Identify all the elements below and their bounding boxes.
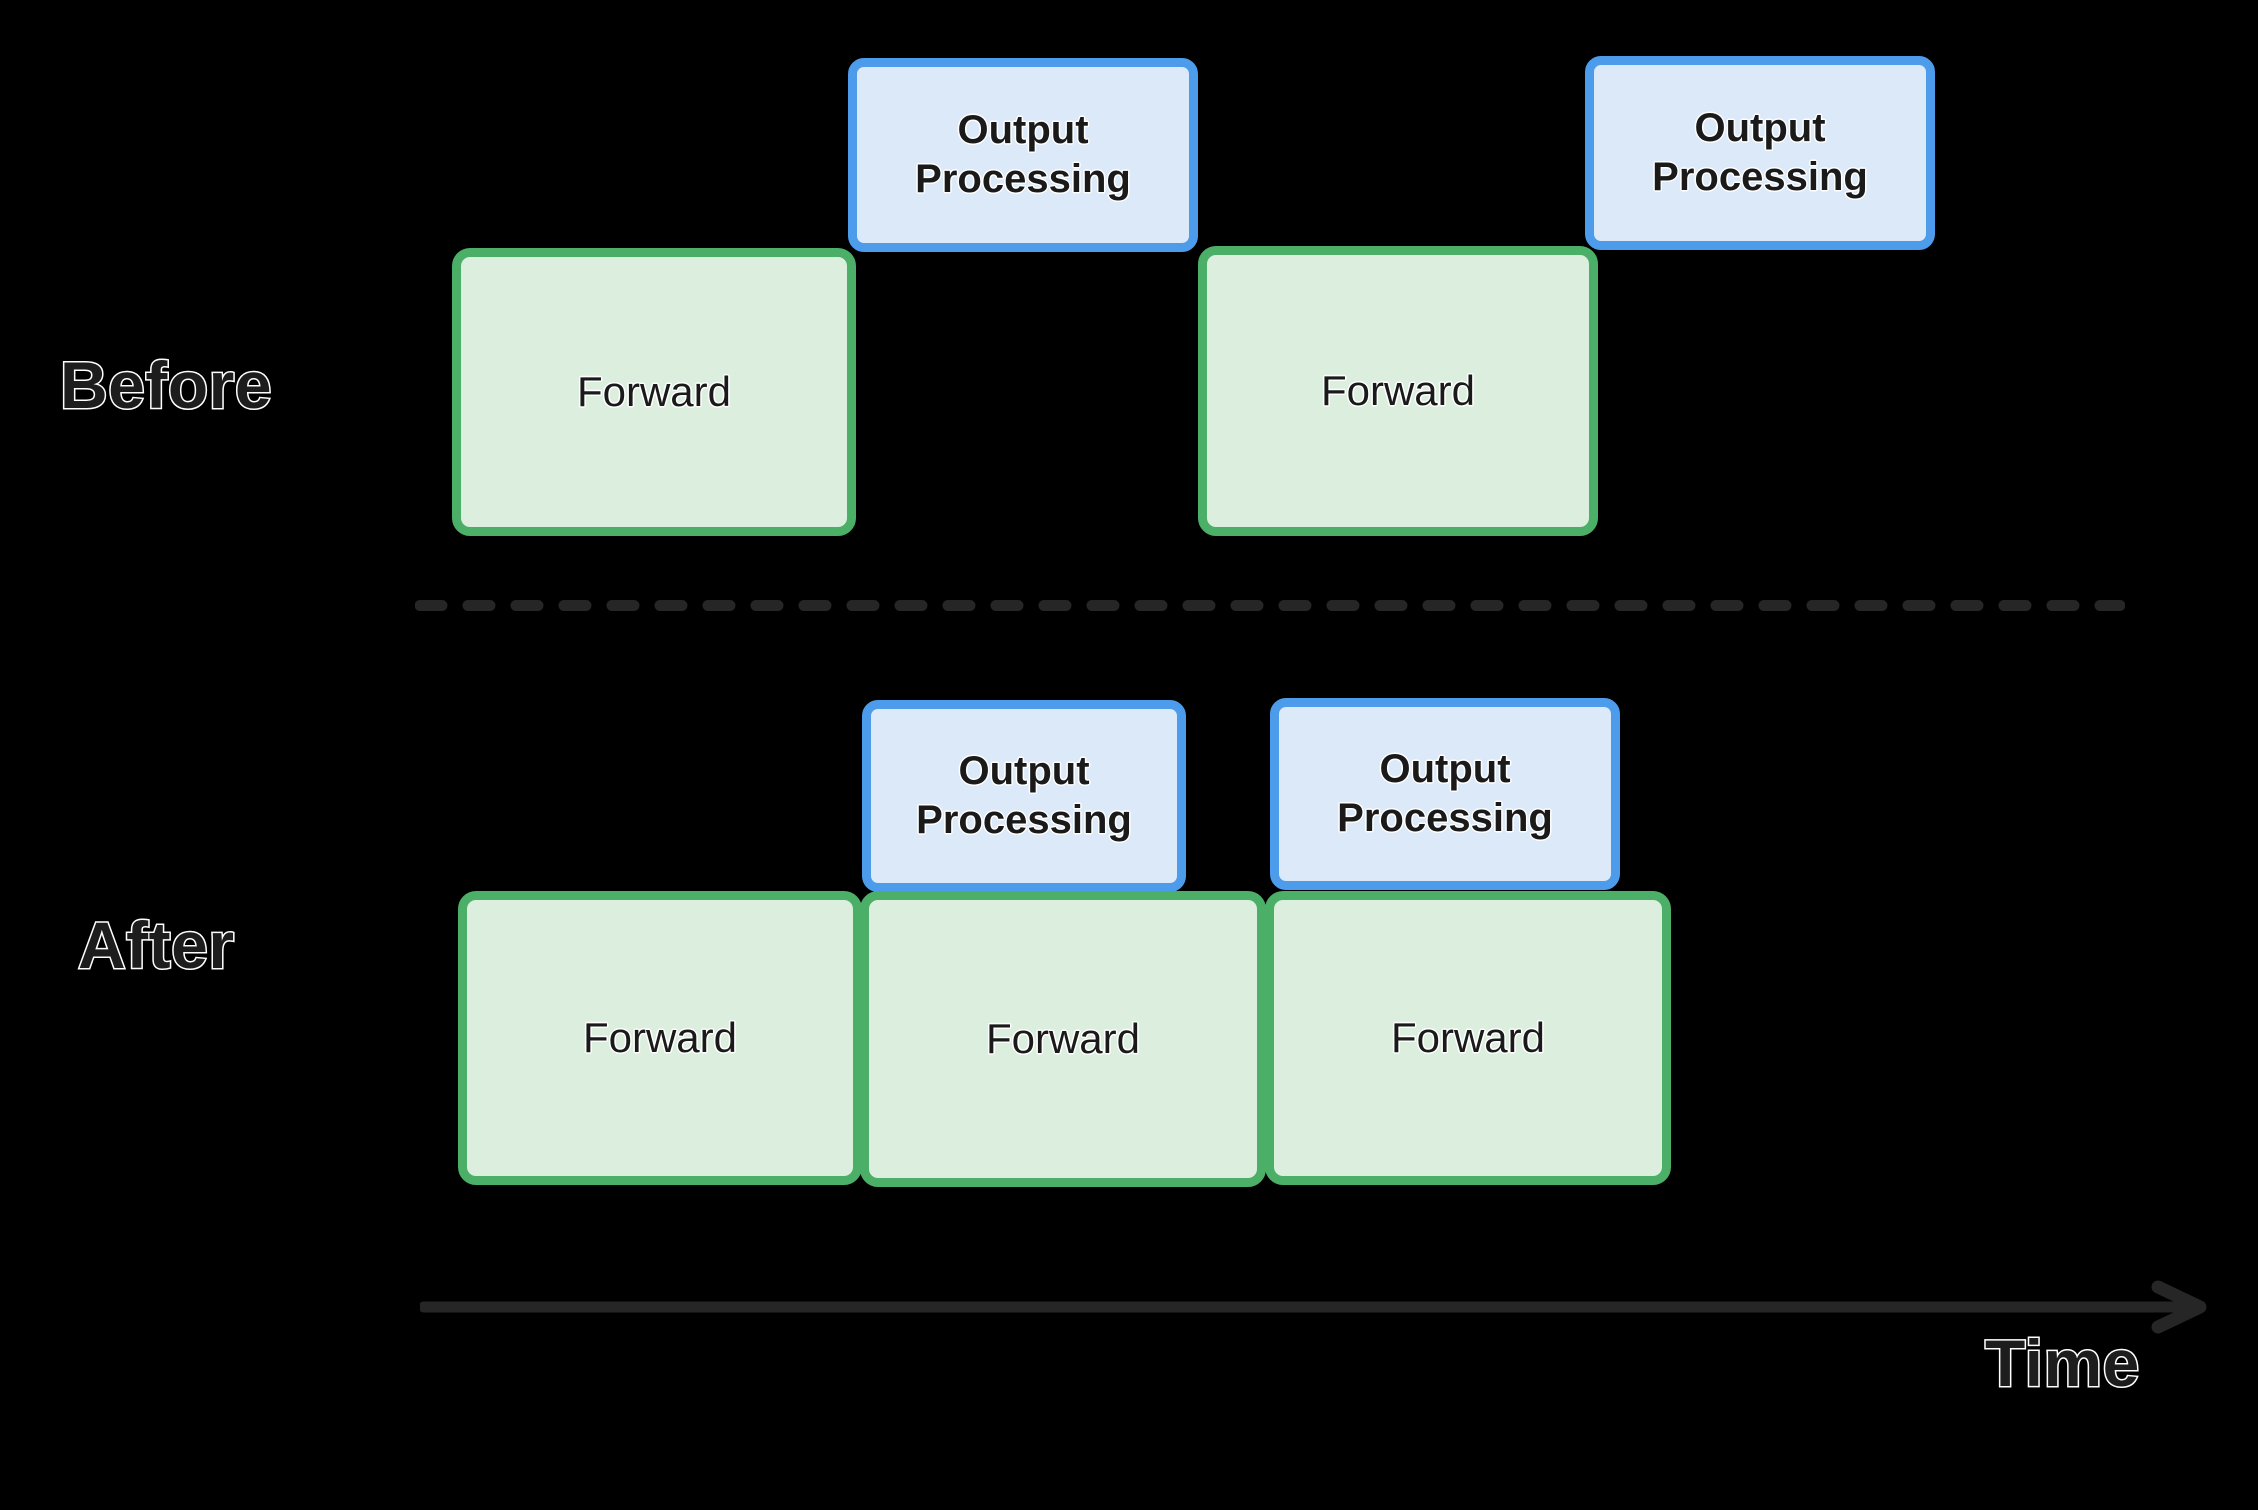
after-forward-block-2: Forward xyxy=(860,891,1266,1187)
before-output-processing-block-1: Output Processing xyxy=(848,58,1198,252)
after-output-processing-block-1: Output Processing xyxy=(862,700,1186,892)
before-output-processing-label-2: Output Processing xyxy=(1652,106,1868,199)
section-divider xyxy=(415,600,2125,611)
before-forward-block-1: Forward xyxy=(452,248,856,536)
time-axis-label: Time xyxy=(1984,1326,2141,1400)
before-output-processing-label-1: Output Processing xyxy=(915,108,1131,201)
before-forward-label-2: Forward xyxy=(1320,367,1476,415)
before-forward-label-1: Forward xyxy=(576,368,732,416)
after-output-processing-label-1: Output Processing xyxy=(916,749,1132,842)
section-divider-line xyxy=(415,600,2125,611)
after-forward-label-1: Forward xyxy=(582,1014,738,1062)
after-output-processing-block-2: Output Processing xyxy=(1270,698,1620,890)
row-label-before: Before xyxy=(58,348,273,422)
after-forward-block-1: Forward xyxy=(458,891,862,1185)
after-forward-block-3: Forward xyxy=(1265,891,1671,1185)
before-forward-block-2: Forward xyxy=(1198,246,1598,536)
time-axis xyxy=(420,1278,2210,1336)
time-arrow-icon xyxy=(420,1280,2207,1334)
after-output-processing-label-2: Output Processing xyxy=(1337,747,1553,840)
after-forward-label-3: Forward xyxy=(1390,1014,1546,1062)
before-output-processing-block-2: Output Processing xyxy=(1585,56,1935,250)
after-forward-label-2: Forward xyxy=(985,1015,1141,1063)
row-label-after: After xyxy=(77,908,236,982)
